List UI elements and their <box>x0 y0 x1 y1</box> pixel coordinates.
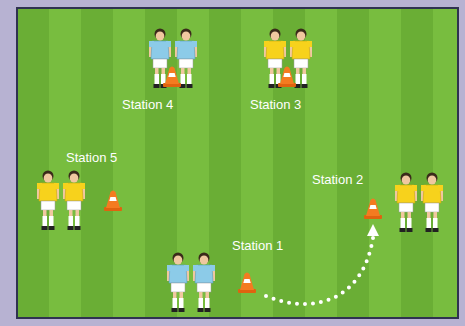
station-label: Station 5 <box>66 150 117 166</box>
station-label: Station 2 <box>312 172 363 188</box>
run-arrowhead <box>367 224 379 236</box>
station-label: Station 4 <box>122 97 173 113</box>
station-label: Station 3 <box>250 97 301 113</box>
pitch-ground <box>17 8 458 318</box>
station-1-group <box>167 253 256 313</box>
pitch-border <box>17 8 458 318</box>
station-5-group <box>37 171 122 231</box>
station-4-group <box>149 29 197 89</box>
station-2-group <box>364 173 443 233</box>
station-label: Station 1 <box>232 238 283 254</box>
station-3-group <box>264 29 312 89</box>
pitch-stripes <box>17 8 433 318</box>
